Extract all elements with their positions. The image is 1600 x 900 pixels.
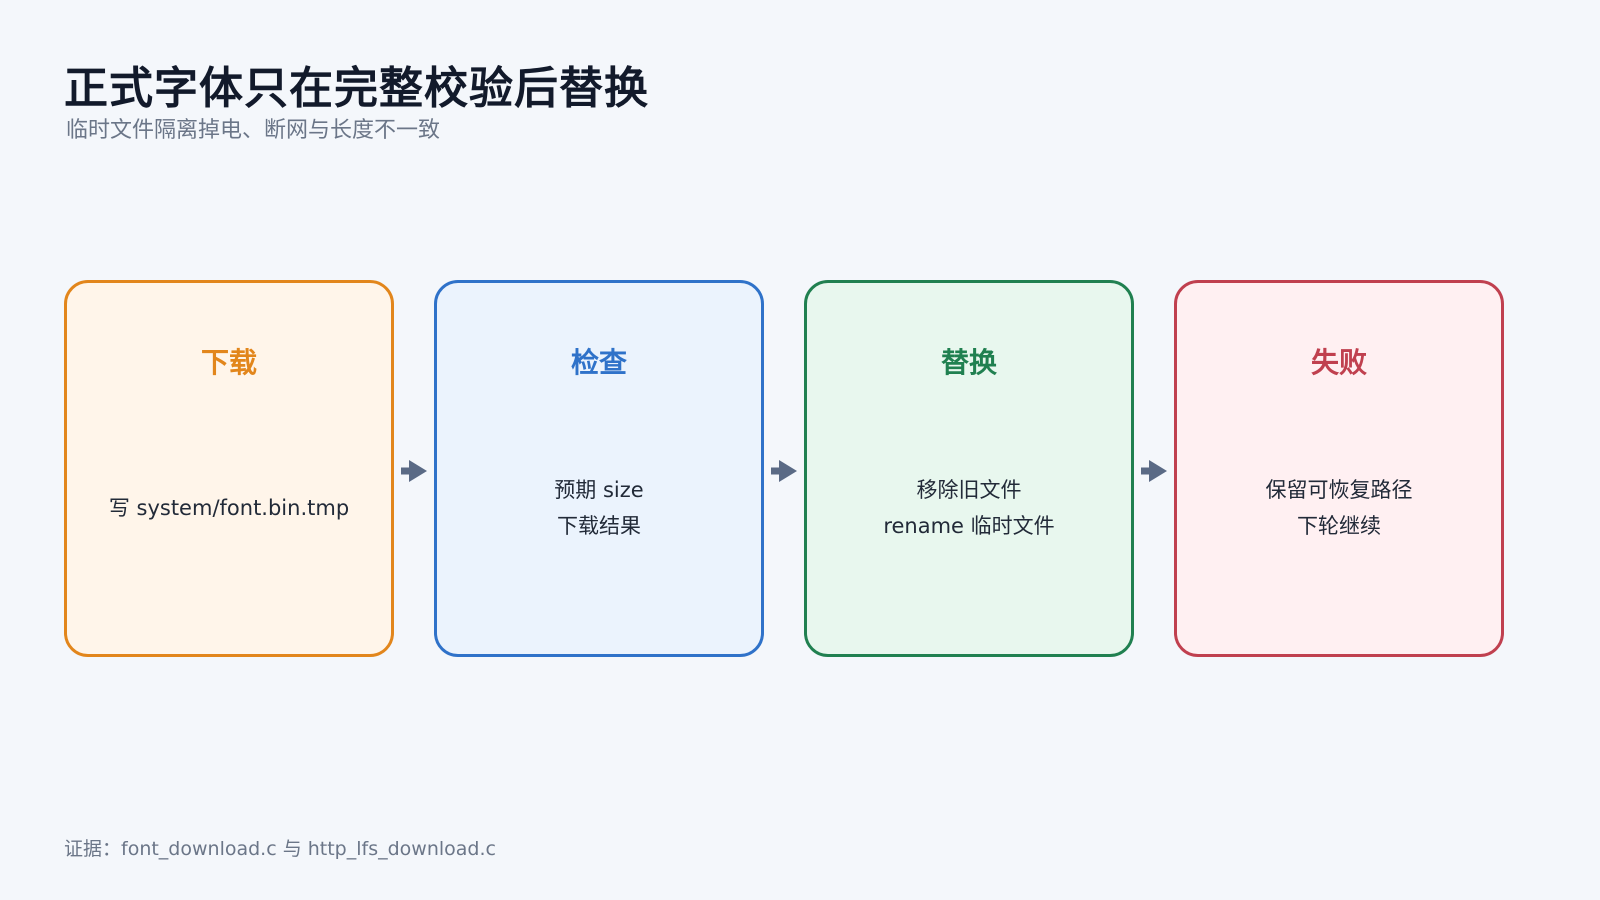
step-card-failure: 失败 保留可恢复路径 下轮继续 [1174,280,1504,657]
page-title: 正式字体只在完整校验后替换 [64,63,649,114]
step-card-check: 检查 预期 size 下载结果 [434,280,764,657]
step-line: rename 临时文件 [883,513,1055,538]
step-line: 下载结果 [557,513,641,538]
arrow-right-icon [401,460,427,482]
step-title: 检查 [570,346,627,379]
step-line: 预期 size [554,477,644,502]
step-line: 下轮继续 [1297,513,1381,538]
step-body: 预期 size 下载结果 [437,391,761,624]
step-body: 保留可恢复路径 下轮继续 [1177,391,1501,624]
arrow-right-icon [1141,460,1167,482]
page-subtitle: 临时文件隔离掉电、断网与长度不一致 [66,118,441,143]
step-body: 移除旧文件 rename 临时文件 [807,391,1131,624]
step-title: 失败 [1310,346,1367,379]
step-card-replace: 替换 移除旧文件 rename 临时文件 [804,280,1134,657]
step-title: 替换 [940,346,997,379]
step-line: 写 system/font.bin.tmp [108,495,350,520]
step-line: 保留可恢复路径 [1265,477,1413,502]
step-line: 移除旧文件 [916,477,1022,502]
step-card-download: 下载 写 system/font.bin.tmp [64,280,394,657]
step-body: 写 system/font.bin.tmp [67,391,391,624]
step-title: 下载 [200,346,257,379]
evidence-footnote: 证据：font_download.c 与 http_lfs_download.c [64,838,496,860]
arrow-right-icon [771,460,797,482]
